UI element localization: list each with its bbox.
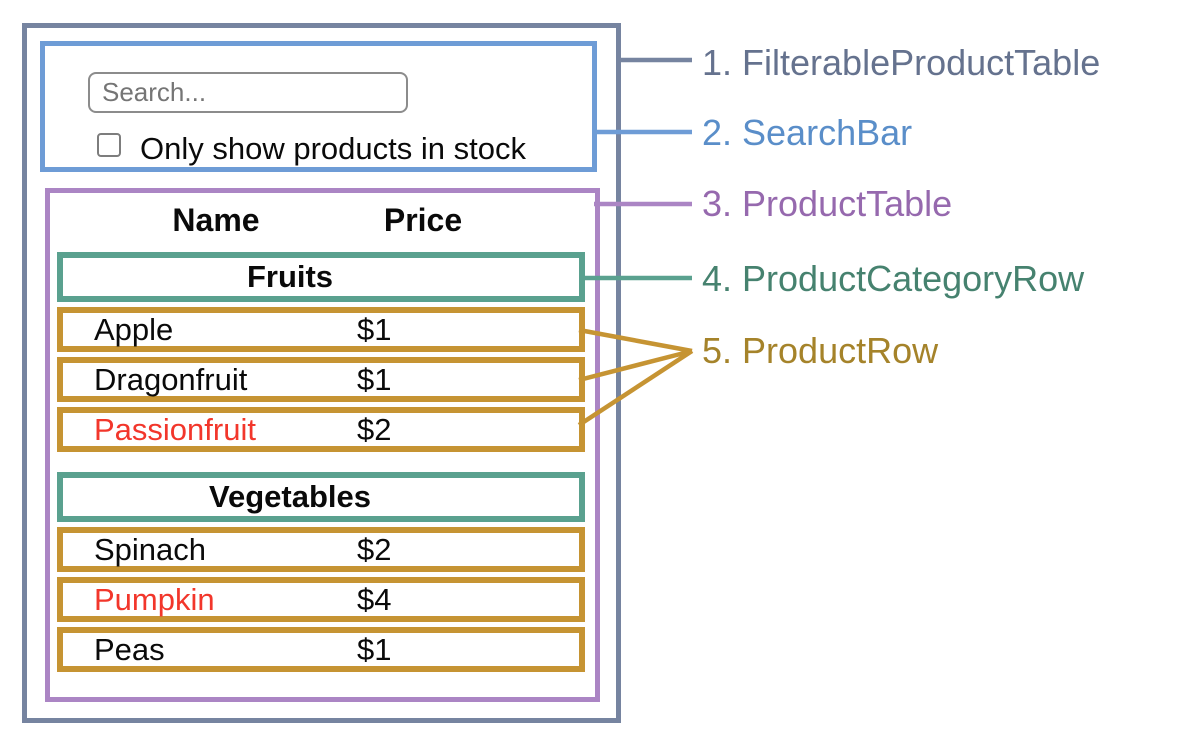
product-price: $1 bbox=[357, 311, 392, 347]
product-name: Peas bbox=[94, 631, 165, 667]
product-name: Passionfruit bbox=[94, 411, 256, 447]
in-stock-checkbox-label: Only show products in stock bbox=[140, 131, 526, 166]
product-row: Peas $1 bbox=[57, 627, 585, 672]
product-name: Spinach bbox=[94, 531, 207, 567]
product-price: $1 bbox=[357, 631, 392, 667]
product-row: Apple $1 bbox=[57, 307, 585, 352]
search-input[interactable] bbox=[88, 72, 408, 113]
product-name: Apple bbox=[94, 311, 174, 347]
column-header-price: Price bbox=[383, 202, 463, 238]
search-bar-box: Only show products in stock bbox=[40, 41, 597, 172]
category-label: Fruits bbox=[246, 259, 334, 294]
annotation-search-bar: 2. SearchBar bbox=[702, 112, 913, 153]
product-price: $2 bbox=[357, 411, 392, 447]
category-label: Vegetables bbox=[209, 479, 371, 514]
annotation-product-row: 5. ProductRow bbox=[702, 330, 939, 371]
product-row: Spinach $2 bbox=[57, 527, 585, 572]
product-category-row: Vegetables bbox=[57, 472, 585, 522]
product-name: Pumpkin bbox=[94, 581, 215, 617]
product-row: Dragonfruit $1 bbox=[57, 357, 585, 402]
product-category-row: Fruits bbox=[57, 252, 585, 302]
product-price: $2 bbox=[357, 531, 392, 567]
product-name: Dragonfruit bbox=[94, 361, 248, 397]
filterable-product-table-box: Only show products in stock Name Price F… bbox=[22, 23, 621, 723]
column-header-name: Name bbox=[172, 202, 260, 238]
in-stock-checkbox[interactable] bbox=[97, 133, 121, 157]
annotation-product-table: 3. ProductTable bbox=[702, 183, 953, 224]
annotation-filterable-product-table: 1. FilterableProductTable bbox=[702, 42, 1101, 83]
product-price: $4 bbox=[357, 581, 392, 617]
annotation-product-category-row: 4. ProductCategoryRow bbox=[702, 258, 1085, 299]
product-row: Pumpkin $4 bbox=[57, 577, 585, 622]
product-price: $1 bbox=[357, 361, 392, 397]
product-row: Passionfruit $2 bbox=[57, 407, 585, 452]
